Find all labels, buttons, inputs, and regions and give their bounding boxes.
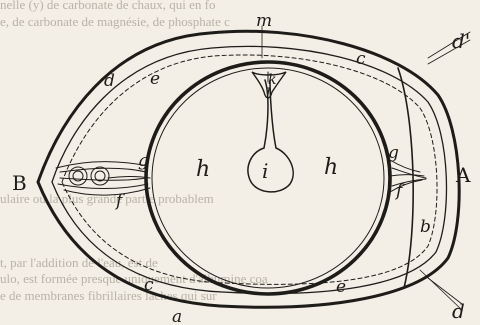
label-a: a (172, 307, 182, 325)
air-cell-membrane (398, 68, 413, 288)
label-c-top: c (356, 49, 366, 69)
label-i: i (262, 159, 268, 183)
label-d-prime: d' (452, 29, 470, 53)
inner-membrane-outline (62, 55, 437, 284)
label-h-left: h (196, 157, 210, 182)
label-d-top: d (104, 71, 115, 91)
label-c-bottom: c (144, 275, 154, 295)
label-e-top-left: e (150, 69, 160, 89)
label-h-right: h (324, 155, 338, 180)
label-g-right: g (388, 143, 399, 163)
label-l: l (266, 86, 270, 102)
label-d-bottom: d (452, 299, 465, 323)
label-e-bottom: e (336, 277, 346, 297)
label-A: A (455, 163, 471, 187)
label-g-left: g (138, 151, 149, 171)
label-m: m (256, 11, 272, 31)
label-B: B (12, 171, 27, 195)
label-f-right: f (394, 181, 405, 201)
label-b: b (420, 217, 431, 237)
chalaza-left (56, 162, 150, 195)
